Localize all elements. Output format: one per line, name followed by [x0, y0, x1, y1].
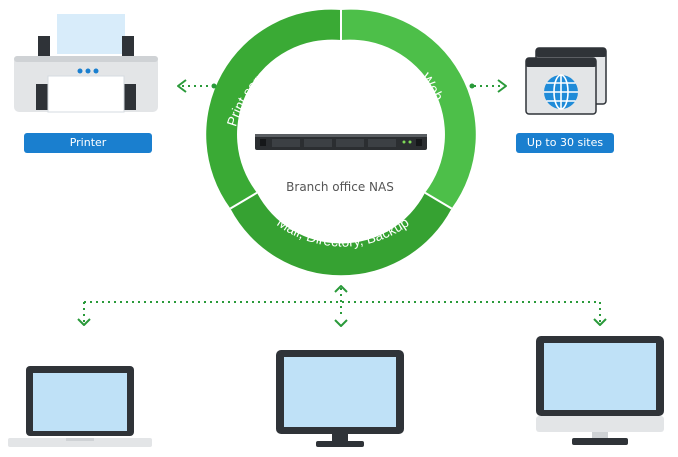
connector-clients — [77, 285, 607, 327]
nas-label: Branch office NAS — [286, 180, 394, 194]
connector-web — [469, 79, 507, 93]
ring-segment-print-server — [206, 9, 341, 209]
imac-icon — [536, 336, 664, 445]
laptop-icon — [8, 366, 152, 447]
desktop-monitor-icon — [276, 350, 404, 447]
website-globe-icon — [525, 47, 607, 115]
ring-segment-web — [341, 9, 476, 209]
websites-label: Up to 30 sites — [516, 133, 614, 153]
service-ring — [206, 9, 476, 276]
nas-server-icon — [255, 134, 427, 150]
ring-segment-mail-directory-backup — [230, 192, 452, 276]
connector-print-server — [177, 79, 217, 93]
printer-icon — [14, 14, 158, 113]
printer-label: Printer — [24, 133, 152, 153]
